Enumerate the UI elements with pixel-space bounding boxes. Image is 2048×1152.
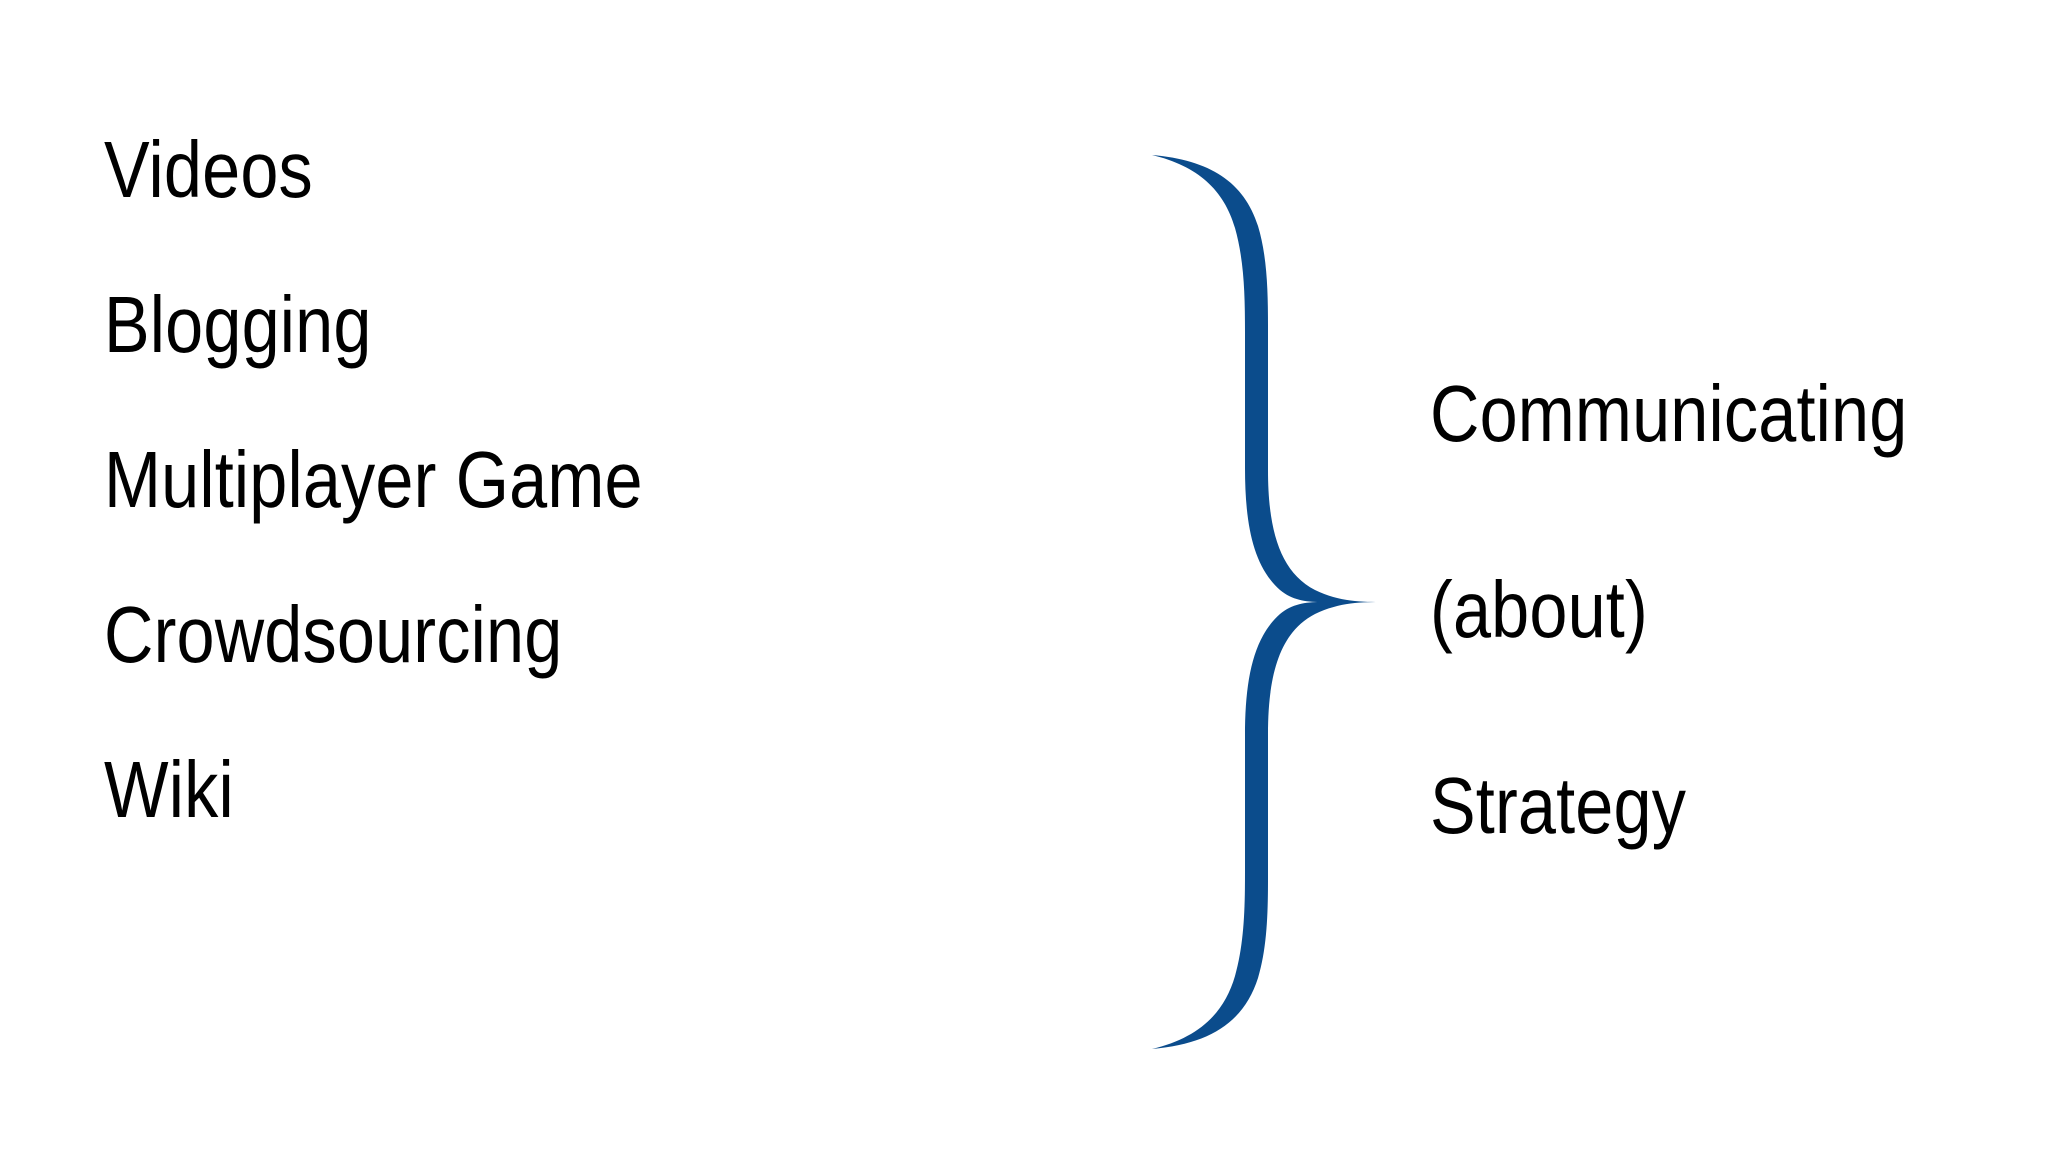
group-label-line: Communicating — [1430, 369, 1908, 458]
list-item: Wiki — [104, 745, 234, 834]
group-label-line: (about) — [1430, 565, 1648, 654]
list-item: Crowdsourcing — [104, 590, 563, 679]
group-label: Communicating (about) Strategy — [1430, 364, 2030, 952]
curly-brace-path — [1152, 155, 1384, 1049]
list-item: Blogging — [104, 280, 372, 369]
tool-list: Videos Blogging Multiplayer Game Crowdso… — [104, 120, 1004, 895]
curly-brace-right-icon — [1140, 140, 1400, 1070]
list-item: Multiplayer Game — [104, 435, 643, 524]
list-item: Videos — [104, 125, 313, 214]
group-label-line: Strategy — [1430, 761, 1687, 850]
